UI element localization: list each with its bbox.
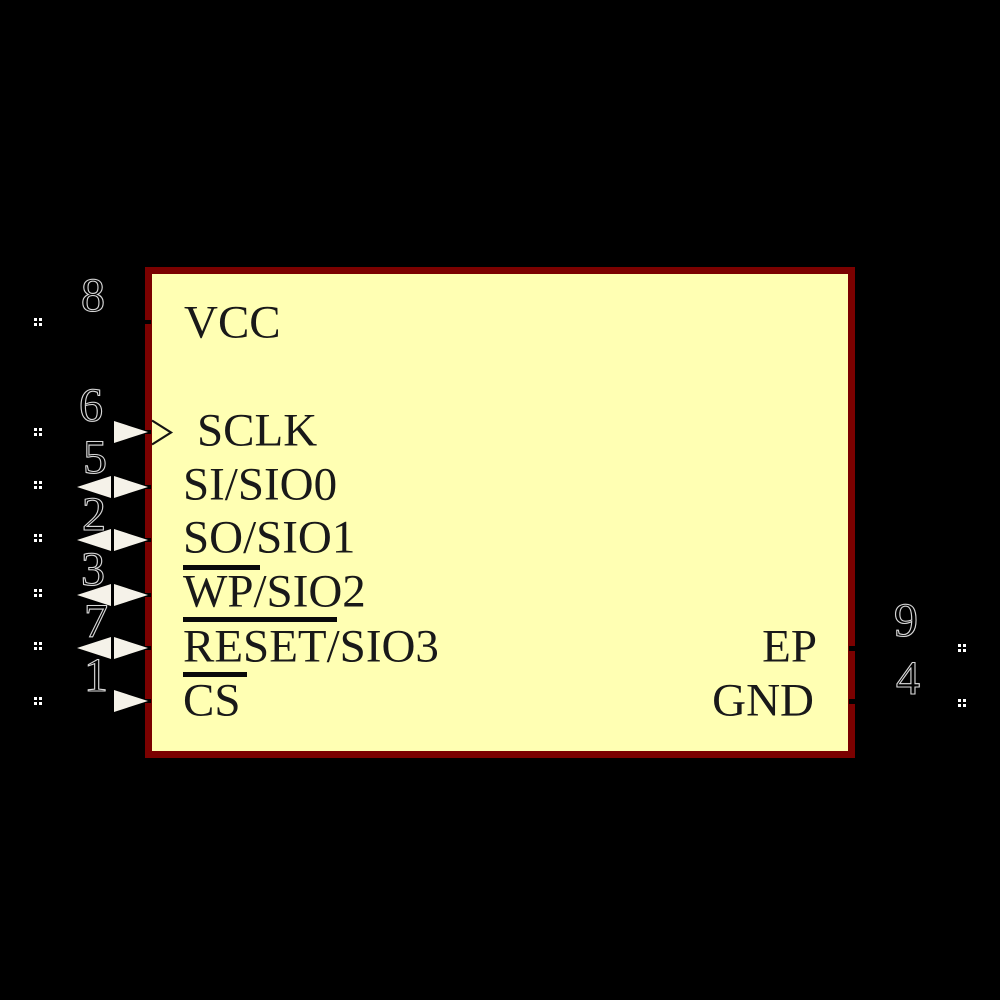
active-low-overbar-wp — [183, 565, 260, 570]
input-arrow-icon[interactable] — [114, 690, 148, 712]
pin-label-so-sio1: SO/SIO1 — [183, 511, 356, 564]
pin-stub[interactable] — [130, 320, 151, 324]
clock-input-icon — [151, 419, 174, 446]
bidir-arrow-left-icon[interactable] — [77, 529, 111, 551]
pin-number-1: 1 — [83, 649, 108, 702]
connection-dots-icon — [34, 318, 37, 321]
pin-label-vcc: VCC — [184, 296, 281, 349]
connection-dots-icon — [958, 644, 961, 647]
pin-label-wp-sio2: WP/SIO2 — [183, 565, 366, 618]
pin-number-6: 6 — [78, 379, 103, 432]
bidir-arrow-left-icon[interactable] — [77, 476, 111, 498]
connection-dots-icon — [34, 642, 37, 645]
connection-dots-icon — [34, 589, 37, 592]
pin-label-reset-sio3: RESET/SIO3 — [183, 620, 439, 673]
input-arrow-icon[interactable] — [114, 421, 148, 443]
active-low-overbar-reset — [183, 617, 337, 622]
connection-dots-icon — [34, 428, 37, 431]
connection-dots-icon — [34, 481, 37, 484]
pin-number-9: 9 — [893, 594, 918, 647]
bidir-arrow-right-icon[interactable] — [114, 476, 148, 498]
chip-body[interactable] — [145, 267, 855, 758]
connection-dots-icon — [958, 699, 961, 702]
pin-label-gnd: GND — [712, 674, 814, 727]
pin-label-sclk: SCLK — [197, 404, 318, 457]
pin-label-cs: CS — [183, 674, 241, 727]
bidir-arrow-left-icon[interactable] — [77, 637, 111, 659]
connection-dots-icon — [34, 534, 37, 537]
pin-number-4: 4 — [895, 652, 920, 705]
bidir-arrow-right-icon[interactable] — [114, 584, 148, 606]
bidir-arrow-right-icon[interactable] — [114, 529, 148, 551]
pin-number-3: 3 — [80, 543, 105, 596]
bidir-arrow-left-icon[interactable] — [77, 584, 111, 606]
active-low-overbar-cs — [183, 672, 247, 677]
pin-label-si-sio0: SI/SIO0 — [183, 458, 338, 511]
pin-number-5: 5 — [82, 431, 107, 484]
connection-dots-icon — [34, 697, 37, 700]
pin-label-ep: EP — [762, 620, 817, 673]
bidir-arrow-right-icon[interactable] — [114, 637, 148, 659]
pin-stub[interactable] — [849, 646, 860, 651]
pin-number-8: 8 — [80, 269, 105, 322]
pin-stub[interactable] — [849, 699, 860, 704]
pin-number-7: 7 — [83, 595, 108, 648]
pin-number-2: 2 — [81, 488, 106, 541]
